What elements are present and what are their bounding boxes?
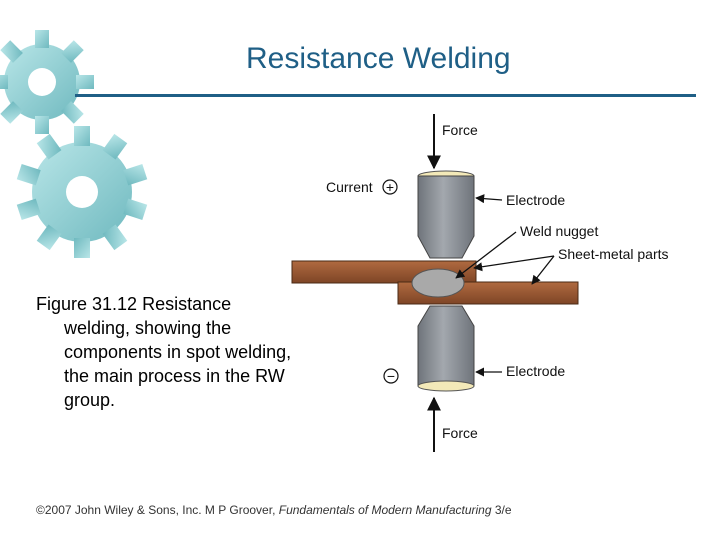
plus-circle-icon: +: [382, 179, 398, 195]
sheet-metal-arrow-icon: [473, 255, 555, 272]
footer-edition: 3/e: [491, 503, 512, 517]
label-electrode-top: Electrode: [506, 192, 565, 208]
title-divider: [75, 94, 696, 97]
negative-symbol: −: [387, 368, 395, 384]
minus-circle-icon: −: [383, 368, 399, 384]
label-current: Current: [326, 179, 373, 195]
label-force-top: Force: [442, 122, 478, 138]
footer-book-title: Fundamentals of Modern Manufacturing: [278, 503, 492, 517]
resistance-welding-diagram: + − Force Current Electrode Weld nugget …: [291, 114, 669, 452]
label-sheet-metal: Sheet-metal parts: [558, 246, 669, 262]
slide-footer: ©2007 John Wiley & Sons, Inc. M P Groove…: [36, 503, 512, 517]
positive-symbol: +: [386, 179, 394, 195]
weld-nugget-arrow-icon: [455, 231, 517, 279]
slide-title: Resistance Welding: [246, 42, 511, 75]
figure-caption: Figure 31.12 Resistance welding, showing…: [36, 294, 292, 410]
top-electrode: [417, 170, 475, 259]
label-force-bottom: Force: [442, 425, 478, 441]
label-electrode-bottom: Electrode: [506, 363, 565, 379]
electrode-top-arrow-icon: [475, 194, 503, 204]
sheet-metal-arrow-icon-2: [531, 255, 555, 285]
footer-copyright: ©2007 John Wiley & Sons, Inc. M P Groove…: [36, 503, 279, 517]
weld-nugget: [411, 268, 465, 298]
bottom-electrode: [417, 305, 475, 392]
gears-decoration: [0, 30, 148, 258]
gear-icon: [16, 126, 148, 258]
gear-icon: [0, 30, 94, 134]
label-weld-nugget: Weld nugget: [520, 223, 598, 239]
